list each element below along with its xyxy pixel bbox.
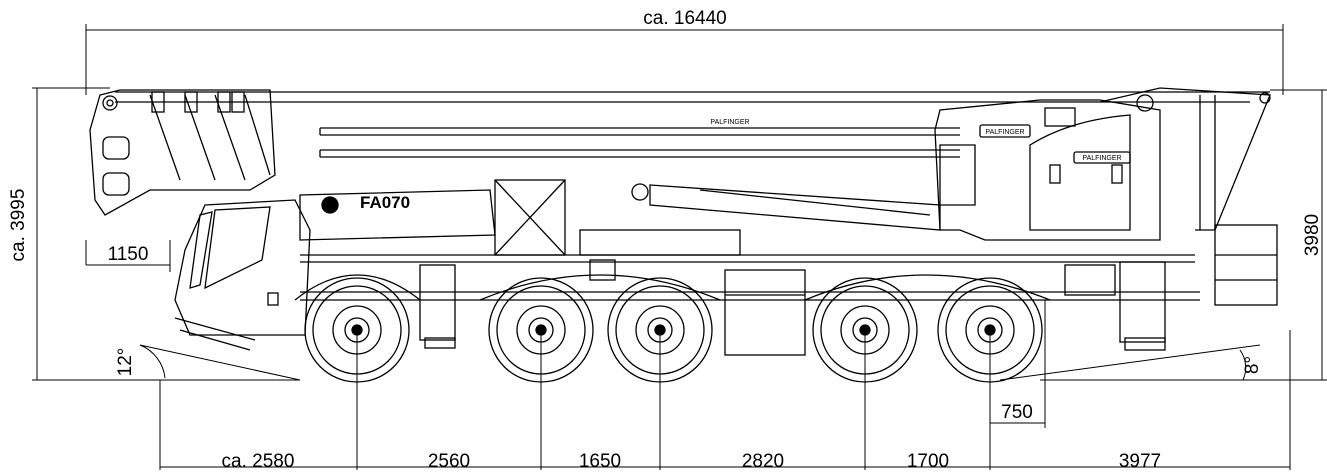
wheels [294, 274, 1051, 383]
wheel-axle-2 [488, 277, 594, 383]
wheel-axle-4 [812, 277, 918, 383]
dim-axle3-axle4: 2820 [742, 451, 784, 472]
brand-label-boom: PALFINGER [710, 119, 749, 126]
wheel-axle-3 [607, 277, 713, 383]
wheel-axle-1 [304, 277, 410, 383]
dim-overall-length: ca. 16440 [643, 8, 726, 29]
dim-rear-offset: 750 [1001, 402, 1033, 423]
superstructure [934, 99, 1161, 241]
driver-cab [174, 199, 311, 351]
dim-departure-angle: 8° [1242, 356, 1263, 374]
dim-front-to-axle1: ca. 2580 [222, 451, 295, 472]
luffing-cylinder [631, 183, 941, 231]
dim-axle4-axle5: 1700 [907, 451, 949, 472]
crane-body [89, 87, 1278, 383]
telescopic-boom [89, 87, 1271, 231]
dim-height-left: ca. 3995 [8, 189, 29, 262]
brand-label-turret: PALFINGER [1082, 155, 1121, 162]
vehicle-labels: FA070 PALFINGER PALFINGER PALFINGER [360, 119, 1122, 212]
dim-front-overhang-top: 1150 [108, 244, 149, 265]
dimension-labels: ca. 16440 ca. 3995 3980 1150 ca. 2580 25… [8, 8, 1323, 472]
wheel-axle-5 [937, 277, 1043, 383]
brand-label-cab: PALFINGER [985, 129, 1024, 136]
model-label: FA070 [360, 193, 410, 212]
outriggers [419, 261, 1166, 351]
dim-approach-angle: 12° [115, 348, 136, 377]
dimension-lines [32, 24, 1327, 470]
dim-axle2-axle3: 1650 [579, 451, 621, 472]
dim-axle1-axle2: 2560 [428, 451, 470, 472]
dim-rear-overhang: 3977 [1119, 451, 1161, 472]
dim-height-right: 3980 [1302, 214, 1323, 256]
